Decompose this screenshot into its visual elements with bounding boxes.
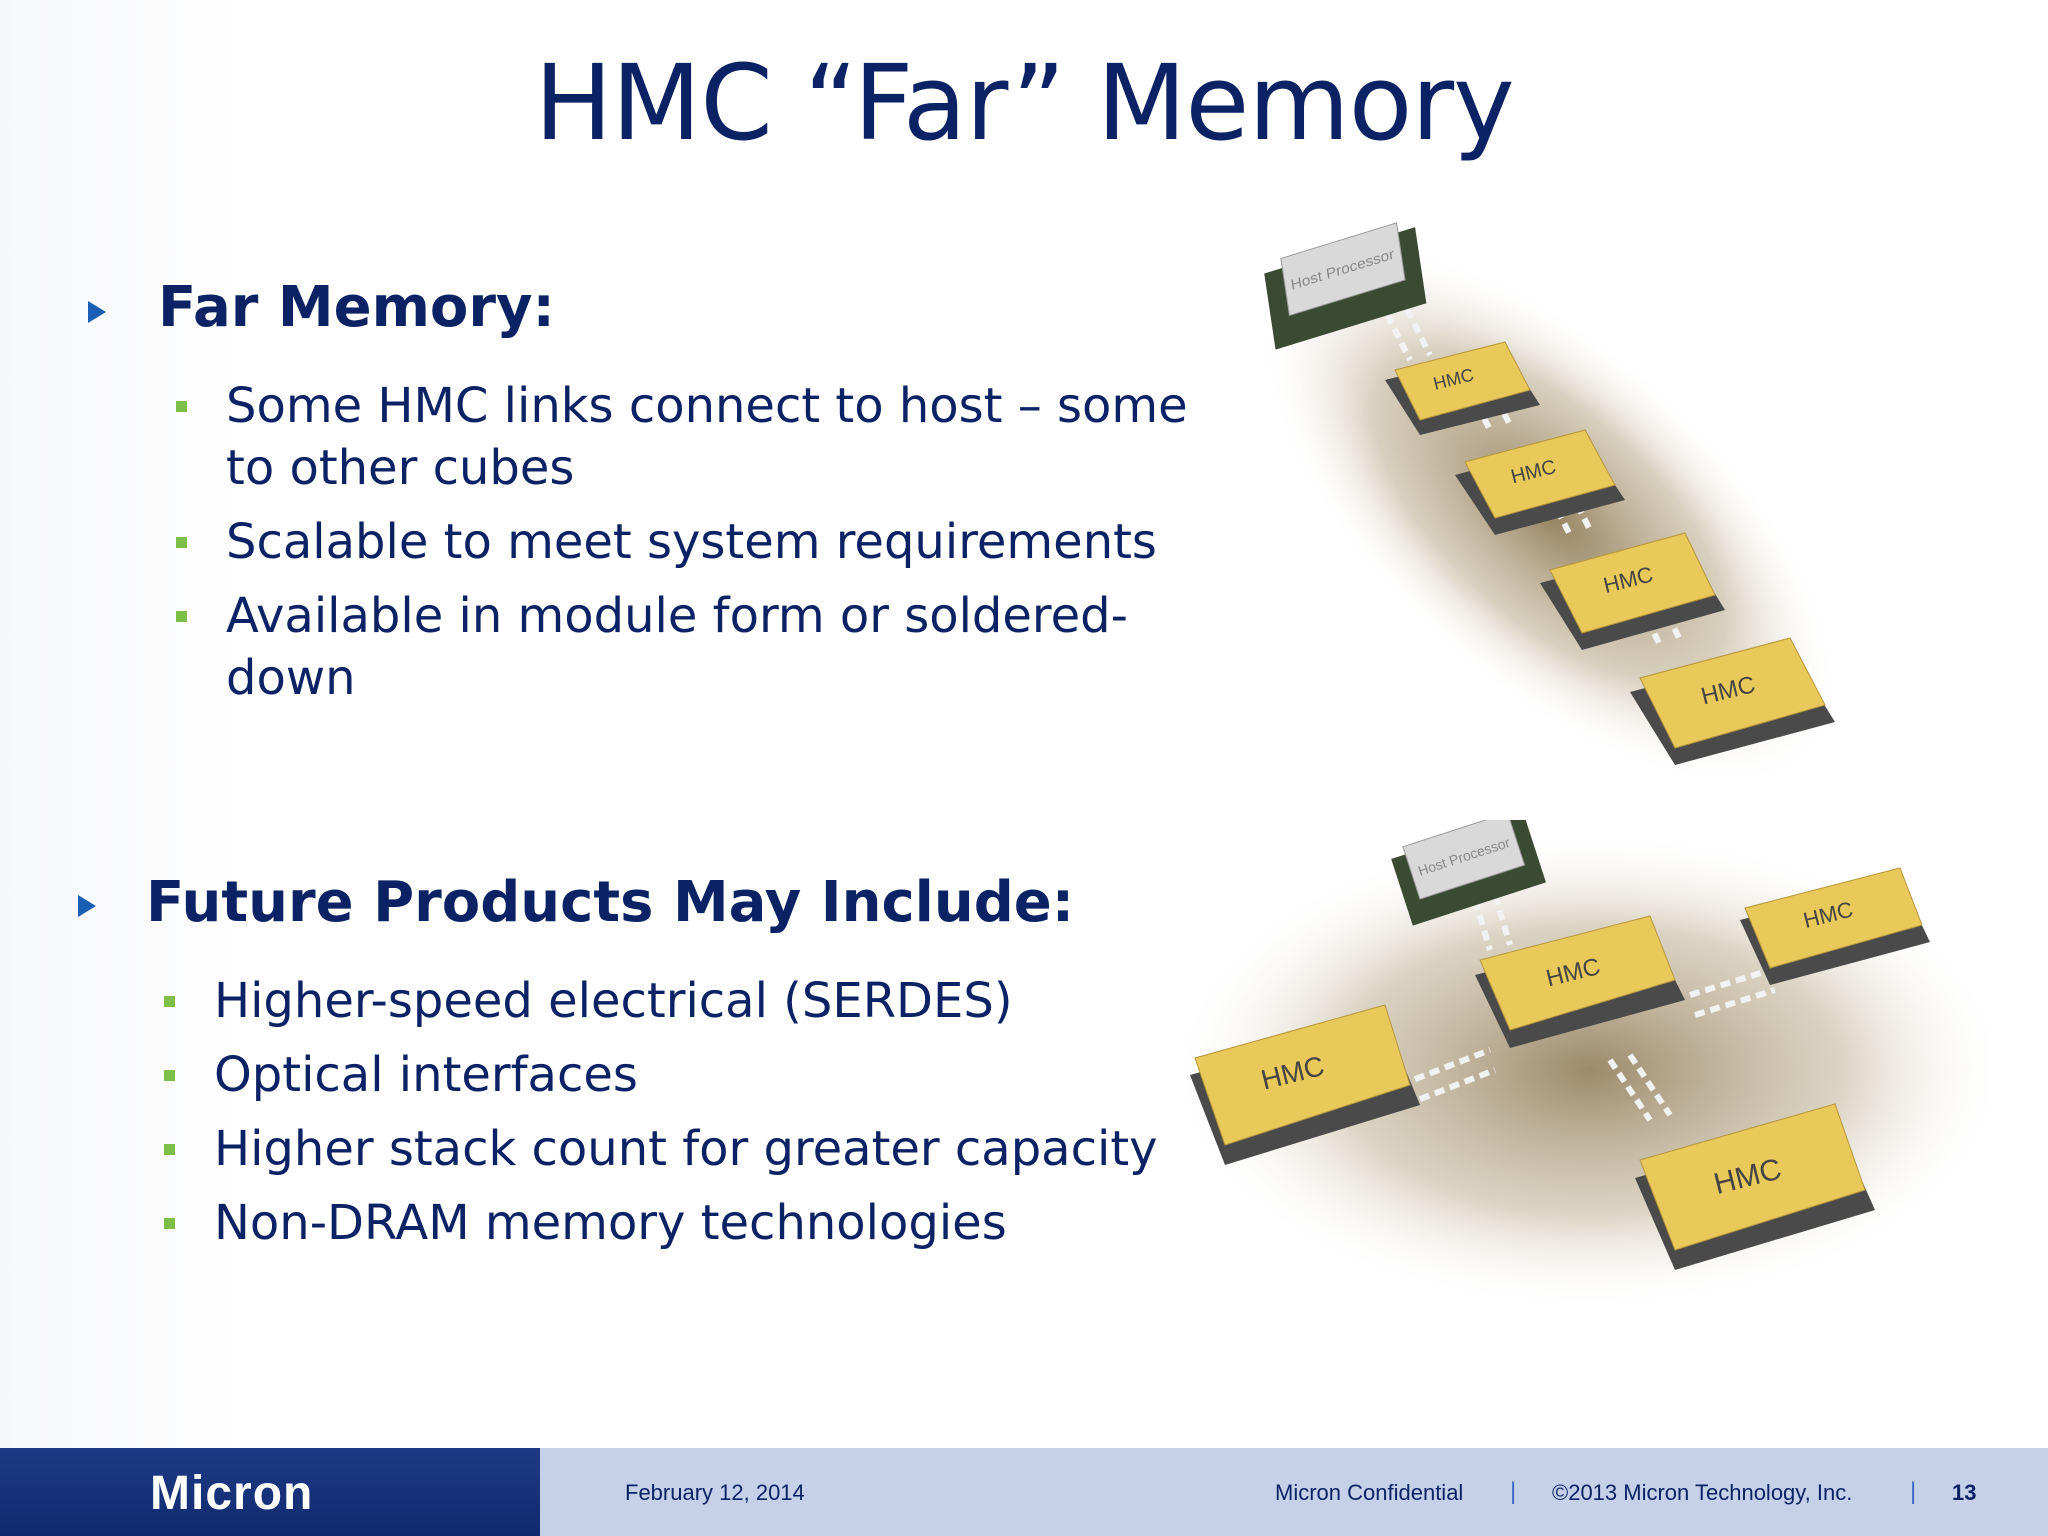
- hmc-cube-2: HMC: [1455, 429, 1625, 535]
- bullet-text: Higher stack count for greater capacity: [214, 1121, 1158, 1177]
- micron-logo: Micron: [150, 1467, 314, 1520]
- footer-date: February 12, 2014: [625, 1480, 805, 1505]
- bullet-item: Some HMC links connect to host – some to…: [176, 375, 1226, 499]
- hmc-star-illustration: Host Processor HMC HMC HMC HMC: [1170, 820, 1990, 1310]
- far-memory-bullet-list: Some HMC links connect to host – some to…: [176, 375, 1226, 721]
- footer-separator: |: [1910, 1478, 1917, 1505]
- hmc-cube-right: HMC: [1740, 867, 1930, 985]
- square-bullet-icon: [176, 401, 187, 412]
- page-number: 13: [1952, 1480, 1977, 1505]
- square-bullet-icon: [164, 1218, 175, 1229]
- hmc-cube-4: HMC: [1630, 637, 1835, 765]
- footer-bar: Micron February 12, 2014 Micron Confiden…: [0, 1448, 2048, 1536]
- section-arrow-icon: [88, 301, 106, 323]
- section-heading-future-products: Future Products May Include:: [146, 870, 1075, 935]
- footer-separator: |: [1510, 1478, 1517, 1505]
- square-bullet-icon: [164, 996, 175, 1007]
- bullet-item: Scalable to meet system requirements: [176, 511, 1226, 573]
- bullet-item: Higher stack count for greater capacity: [164, 1118, 1164, 1180]
- footer-copyright: ©2013 Micron Technology, Inc.: [1552, 1480, 1853, 1505]
- bullet-text: Higher-speed electrical (SERDES): [214, 973, 1013, 1029]
- footer-logo-panel: Micron: [0, 1448, 540, 1536]
- bullet-item: Non-DRAM memory technologies: [164, 1192, 1164, 1254]
- square-bullet-icon: [164, 1144, 175, 1155]
- slide-title: HMC “Far” Memory: [534, 42, 1514, 164]
- bullet-text: Optical interfaces: [214, 1047, 638, 1103]
- square-bullet-icon: [164, 1070, 175, 1081]
- host-processor-chip: Host Processor: [1391, 820, 1546, 926]
- bullet-text: Some HMC links connect to host – some to…: [226, 378, 1188, 496]
- bullet-item: Higher-speed electrical (SERDES): [164, 970, 1164, 1032]
- bullet-item: Available in module form or soldered-dow…: [176, 585, 1226, 709]
- hmc-cube-bottom: HMC: [1635, 1103, 1875, 1270]
- host-processor-chip: Host Processor: [1264, 222, 1427, 350]
- hmc-cube-left: HMC: [1190, 1004, 1420, 1165]
- bullet-item: Optical interfaces: [164, 1044, 1164, 1106]
- hmc-cube-3: HMC: [1540, 532, 1725, 650]
- bullet-text: Scalable to meet system requirements: [226, 514, 1157, 570]
- link-lines: [1398, 894, 1776, 1122]
- bullet-text: Available in module form or soldered-dow…: [226, 588, 1128, 706]
- footer-confidential: Micron Confidential: [1275, 1480, 1464, 1505]
- future-products-bullet-list: Higher-speed electrical (SERDES) Optical…: [164, 970, 1164, 1266]
- square-bullet-icon: [176, 537, 187, 548]
- section-heading-far-memory: Far Memory:: [158, 275, 555, 340]
- hmc-cube-center: HMC: [1475, 915, 1685, 1048]
- hmc-chain-illustration: Host Processor HMC HMC HMC HMC: [1259, 222, 1841, 788]
- hmc-cube-1: HMC: [1385, 341, 1540, 435]
- section-arrow-icon: [78, 895, 96, 917]
- square-bullet-icon: [176, 611, 187, 622]
- bullet-text: Non-DRAM memory technologies: [214, 1195, 1007, 1251]
